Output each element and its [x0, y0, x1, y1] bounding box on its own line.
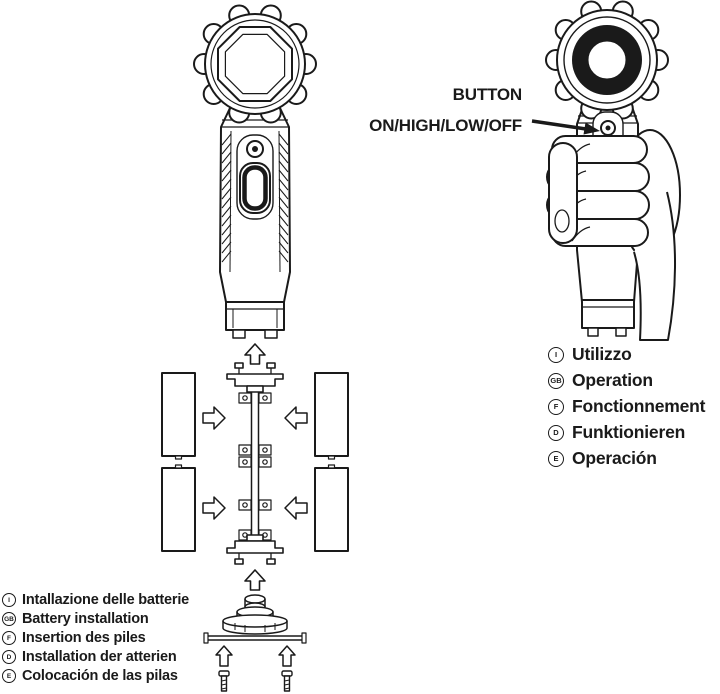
up-arrow-icon	[215, 645, 233, 667]
list-item-label: Operación	[572, 448, 657, 468]
up-arrow-icon	[278, 645, 296, 667]
operation-language-list: I Utilizzo GB Operation F Fonctionnement…	[548, 344, 706, 469]
list-item: F Insertion des piles	[2, 630, 189, 646]
carrier-bottom-bracket	[226, 534, 284, 565]
list-item: E Colocación de las pilas	[2, 668, 189, 684]
cap-plate	[203, 632, 307, 644]
screw-icon	[266, 558, 276, 565]
battery-installation-diagram	[161, 343, 349, 692]
right-arrow-icon	[202, 496, 226, 520]
language-code-badge: E	[2, 669, 16, 683]
power-button	[600, 120, 616, 136]
list-item-label: Colocación de las pilas	[22, 668, 178, 684]
battery-contacts	[238, 392, 272, 541]
list-item: E Operación	[548, 448, 705, 469]
language-code-badge: GB	[548, 372, 564, 389]
callout-arrow-icon	[531, 119, 600, 135]
list-item: I Intallazione delle batterie	[2, 592, 189, 608]
right-arrow-icon	[202, 406, 226, 430]
carrier-top-bracket	[226, 362, 284, 393]
language-code-badge: GB	[2, 612, 16, 626]
battery	[314, 464, 349, 552]
gripping-hand	[546, 129, 681, 341]
lens-window	[239, 162, 271, 214]
language-code-badge: D	[2, 650, 16, 664]
button-callout: BUTTON ON/HIGH/LOW/OFF	[318, 86, 522, 134]
battery-installation-language-list: I Intallazione delle batterie GB Battery…	[2, 592, 189, 684]
up-arrow-icon	[244, 569, 266, 591]
screw-icon	[234, 362, 244, 369]
battery	[161, 464, 196, 552]
screw-icon	[218, 670, 230, 692]
list-item-label: Funktionieren	[572, 422, 686, 442]
callout-button-label: BUTTON	[452, 85, 523, 104]
language-code-badge: F	[548, 398, 564, 415]
flashlight-head-bezel	[545, 0, 669, 120]
left-arrow-icon	[284, 406, 308, 430]
list-item: D Funktionieren	[548, 422, 705, 443]
flashlight-base	[226, 301, 284, 339]
list-item: GB Operation	[548, 370, 705, 391]
language-code-badge: I	[2, 593, 16, 607]
flashlight-head-bezel	[193, 4, 317, 124]
list-item: GB Battery installation	[2, 611, 189, 627]
thumb	[548, 142, 578, 244]
battery	[161, 372, 196, 460]
battery	[314, 372, 349, 460]
language-code-badge: E	[548, 450, 564, 467]
wrist	[633, 191, 677, 341]
power-button	[246, 140, 264, 158]
list-item: F Fonctionnement	[548, 396, 706, 417]
grip-hatching-left	[221, 133, 232, 263]
callout-modes-label: ON/HIGH/LOW/OFF	[369, 116, 522, 135]
end-cap	[203, 594, 307, 644]
list-item-label: Insertion des piles	[22, 630, 146, 646]
screw-icon	[234, 558, 244, 565]
language-code-badge: I	[548, 346, 564, 363]
batteries	[161, 372, 349, 552]
list-item-label: Installation der atterien	[22, 649, 177, 665]
screw-icon	[266, 362, 276, 369]
list-item-label: Fonctionnement	[572, 396, 706, 416]
language-code-badge: D	[548, 424, 564, 441]
grip-hatching-right	[278, 133, 289, 263]
list-item: I Utilizzo	[548, 344, 705, 365]
list-item-label: Intallazione delle batterie	[22, 592, 190, 608]
thumbnail	[554, 209, 570, 233]
left-arrow-icon	[284, 496, 308, 520]
screw-icon	[281, 670, 293, 692]
language-code-badge: F	[2, 631, 16, 645]
up-arrow-icon	[244, 343, 266, 365]
list-item-label: Battery installation	[22, 611, 149, 627]
flashlight-front-illustration	[193, 4, 317, 339]
battery-carrier-rod	[250, 392, 260, 541]
list-item: D Installation der atterien	[2, 649, 189, 665]
hand-holding-flashlight-illustration	[531, 0, 681, 341]
list-item-label: Operation	[572, 370, 653, 390]
list-item-label: Utilizzo	[572, 344, 632, 364]
